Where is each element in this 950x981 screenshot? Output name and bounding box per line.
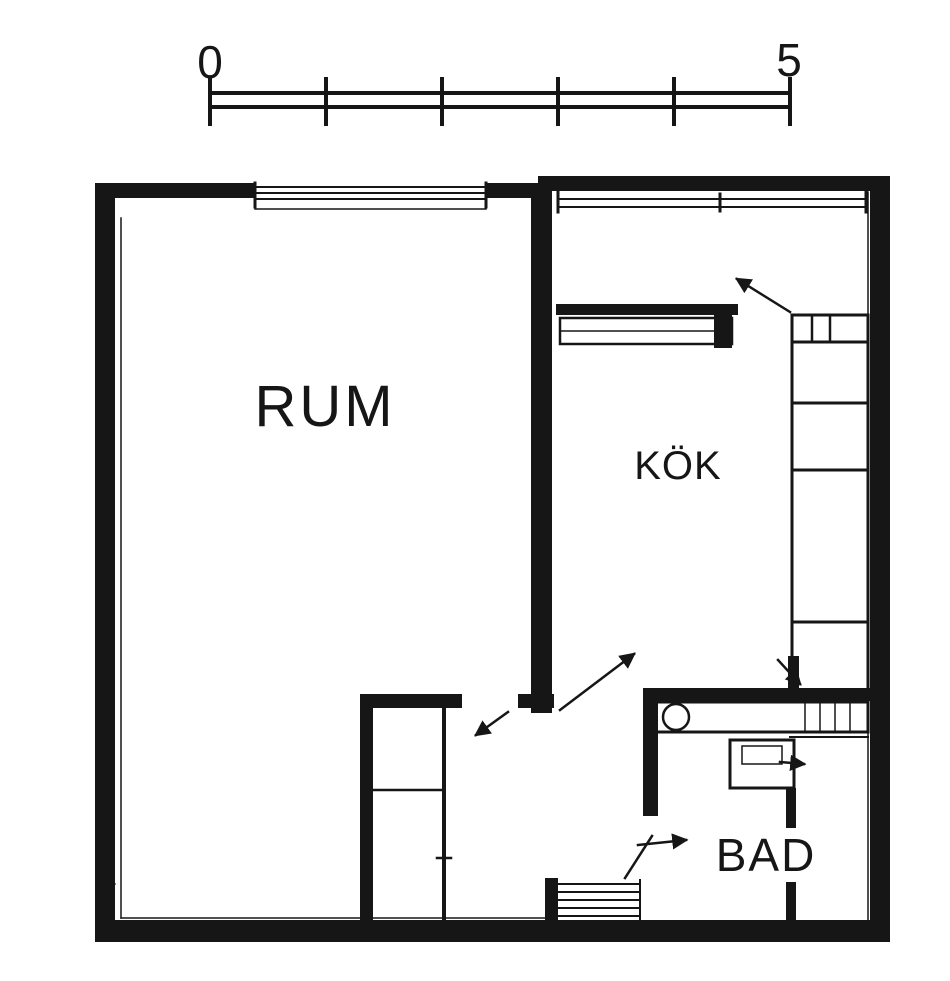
room-label-rum: RUM	[254, 374, 395, 439]
hall-door-arrow-icon	[474, 710, 510, 737]
bathroom-inner-wall-lower	[786, 882, 796, 924]
top-wall-left-segment	[95, 183, 255, 198]
entrance-wall-stub	[545, 878, 558, 925]
kitchen-cabinets	[790, 313, 870, 692]
inner-wall-lines	[120, 191, 869, 921]
hall-wall-right	[518, 694, 554, 708]
left-outer-wall	[95, 183, 115, 940]
washbasin-icon	[661, 702, 691, 732]
kitchen-window-pier	[714, 304, 732, 348]
kitchen-corner-arrow-icon	[776, 658, 802, 686]
entrance	[557, 834, 654, 925]
rum-kok-partition-wall	[531, 191, 552, 713]
balcony-door-swing-icon	[734, 277, 792, 314]
entrance-door-leaf	[623, 834, 654, 880]
door-swings	[474, 277, 807, 850]
left-wall-mark	[98, 866, 116, 902]
top-wall-right-segment	[538, 176, 890, 191]
scale-end-label: 5	[776, 34, 802, 86]
hall-wall-left	[360, 694, 462, 708]
room-label-kok: KÖK	[634, 444, 721, 488]
bathroom-left-wall	[643, 688, 658, 816]
scale-start-label: 0	[197, 36, 223, 88]
kitchen-counter-window-icon	[558, 316, 734, 346]
bottom-outer-wall	[95, 920, 890, 942]
scale-bar	[208, 77, 792, 126]
closet-side-wall	[360, 694, 373, 925]
bathroom-inner-wall-upper	[786, 788, 796, 828]
kitchen-window-bar	[556, 304, 738, 315]
bathroom-fixture-arrow-icon	[778, 754, 807, 771]
room-label-bad: BAD	[716, 829, 817, 881]
windows	[253, 181, 868, 346]
rum-window-icon	[253, 181, 488, 210]
bathroom-door-arrow-icon	[636, 833, 689, 850]
balcony-window-icon	[556, 190, 868, 214]
walls	[95, 176, 890, 942]
kitchen-door-swing-icon	[558, 652, 636, 712]
bathroom-fixtures	[650, 700, 870, 790]
right-outer-wall	[870, 176, 890, 942]
hall-closets	[371, 706, 453, 922]
